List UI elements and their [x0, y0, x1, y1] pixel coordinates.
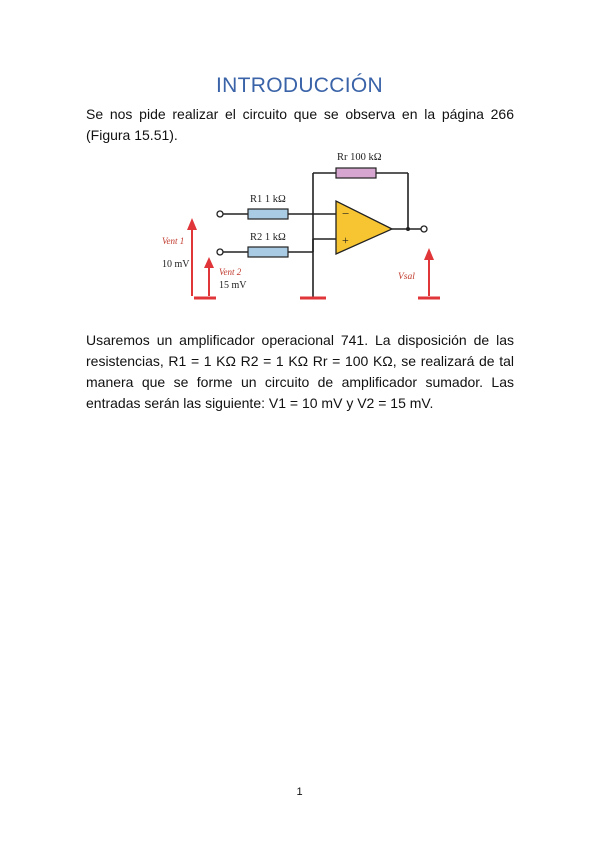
- vent2-arrow: [204, 257, 214, 296]
- output-terminal: [420, 225, 428, 233]
- opamp-plus-sign: +: [342, 233, 349, 247]
- resistor-rf: [335, 167, 377, 179]
- output-node: [406, 227, 410, 231]
- page-title: INTRODUCCIÓN: [216, 74, 383, 97]
- input1-terminal: [216, 210, 224, 218]
- input2-terminal: [216, 248, 224, 256]
- vent2-value: 15 mV: [219, 280, 247, 291]
- rf-label: Rr 100 kΩ: [337, 152, 382, 163]
- vsal-label: Vsal: [398, 272, 415, 282]
- vsal-arrow: [424, 248, 434, 296]
- summing-amplifier-diagram: − + Rr 100 kΩ R1 1 kΩ R2 1 kΩ Vent 1 10 …: [162, 152, 440, 300]
- intro-paragraph: Se nos pide realizar el circuito que se …: [86, 106, 514, 143]
- vent2-label: Vent 2: [219, 267, 242, 277]
- resistor-r1: [247, 208, 289, 220]
- vent1-label: Vent 1: [162, 236, 184, 246]
- circuit-wires: [223, 172, 421, 298]
- vent1-arrow: [187, 218, 197, 296]
- opamp-minus-sign: −: [342, 206, 349, 221]
- circuit-figure: − + Rr 100 kΩ R1 1 kΩ R2 1 kΩ Vent 1 10 …: [150, 146, 450, 316]
- opamp-triangle: [335, 199, 394, 256]
- r2-label: R2 1 kΩ: [250, 232, 286, 243]
- body-paragraph: Usaremos un amplificador operacional 741…: [86, 332, 514, 411]
- page-number: 1: [296, 786, 303, 798]
- vent1-value: 10 mV: [162, 259, 190, 270]
- resistor-r2: [247, 246, 289, 258]
- r1-label: R1 1 kΩ: [250, 194, 286, 205]
